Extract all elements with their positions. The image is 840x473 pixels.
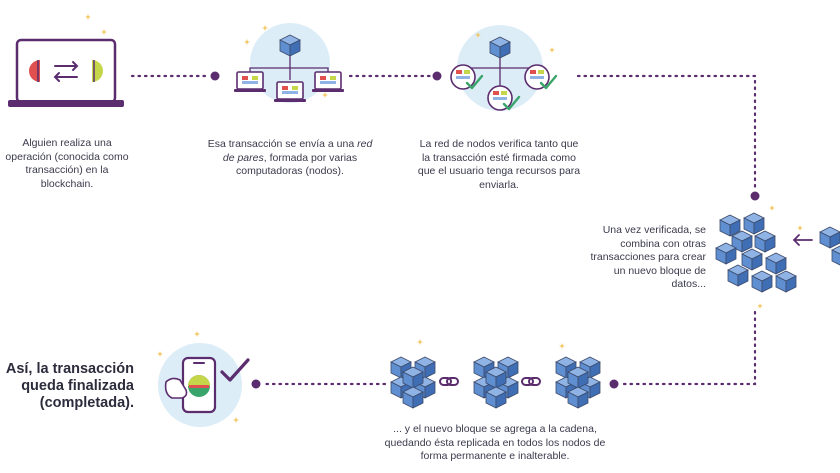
blockchain-chain-icon: [391, 339, 600, 408]
chain-link-icon: [439, 377, 541, 386]
network-nodes-icon: [233, 23, 345, 103]
final-result-caption: Así, la transacción queda finalizada (co…: [5, 361, 134, 411]
step2-caption-part2: , formada por varias computadoras (nodos…: [236, 151, 358, 178]
step5-caption: ... y el nuevo bloque se agrega a la cad…: [384, 423, 606, 462]
laptop-icon: [8, 14, 124, 107]
incoming-transactions-icon: [792, 226, 840, 267]
block-cubes-icon: [715, 205, 803, 309]
step4-caption: Una vez verificada, se combina con otras…: [590, 224, 706, 290]
verified-nodes-icon: [449, 25, 558, 112]
step1-caption: Alguien realiza una operación (conocida …: [5, 137, 129, 190]
step3-caption: La red de nodos verifica tanto que la tr…: [417, 138, 581, 191]
exchange-arrows-icon: [53, 61, 79, 82]
checkmark-icon: [220, 358, 250, 382]
step2-caption: Esa transacción se envía a una red de pa…: [206, 138, 374, 179]
step2-caption-emphasis: red de pares: [222, 138, 373, 164]
smartphone-icon: [157, 331, 250, 427]
step2-caption-part1: Esa transacción se envía a una: [207, 138, 358, 150]
